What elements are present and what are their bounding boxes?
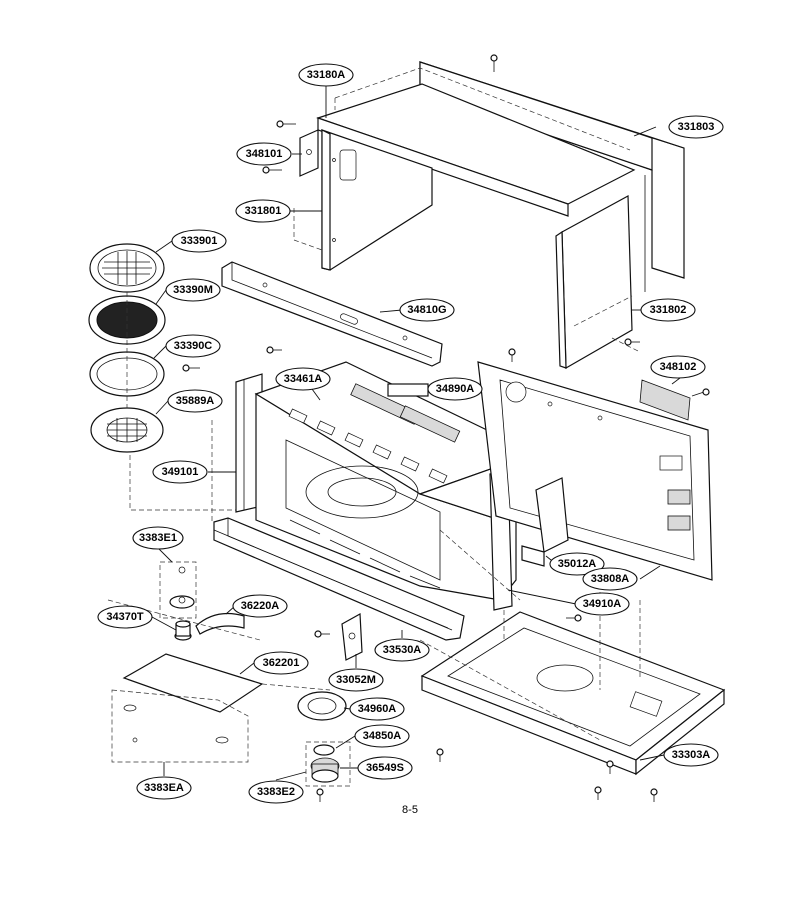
plate-34890A: [387, 383, 429, 397]
callout-34810G: 34810G: [399, 298, 455, 322]
stud-34370T: [174, 620, 192, 641]
callout-362201: 362201: [253, 651, 309, 675]
page-number: 8-5: [402, 804, 418, 816]
callout-label: 33461A: [284, 373, 323, 385]
callout-label: 34810G: [407, 304, 446, 316]
callout-331801: 331801: [235, 199, 291, 223]
callout-33390C: 33390C: [165, 334, 221, 358]
callout-label: 331802: [650, 304, 687, 316]
callout-348102: 348102: [650, 355, 706, 379]
callout-label: 34370T: [106, 611, 144, 623]
screws: [182, 54, 710, 802]
callout-36220A: 36220A: [232, 594, 288, 618]
cover-36220A: [195, 613, 245, 635]
callout-label: 33390C: [174, 340, 213, 352]
callout-label: 36549S: [366, 762, 404, 774]
turntable-tray-333901: [89, 243, 165, 293]
callout-331803: 331803: [668, 115, 724, 139]
top-plate-33180A: [316, 67, 636, 217]
callout-3383E1: 3383E1: [132, 526, 184, 550]
callout-label: 36220A: [241, 600, 280, 612]
callout-3383E2: 3383E2: [248, 780, 304, 804]
callout-34910A: 34910A: [574, 592, 630, 616]
motor-36549S: [310, 757, 340, 783]
callout-label: 34960A: [358, 703, 397, 715]
callout-label: 33180A: [307, 69, 346, 81]
callout-label: 34910A: [583, 598, 622, 610]
sheet-362201: [122, 653, 264, 713]
callout-label: 333901: [181, 235, 218, 247]
callout-36549S: 36549S: [357, 756, 413, 780]
stirrer-34960A: [297, 691, 347, 721]
callout-label: 331801: [245, 205, 282, 217]
vent-348102: [639, 379, 691, 421]
callout-label: 33390M: [173, 284, 213, 296]
callout-label: 33303A: [672, 749, 711, 761]
callout-349101: 349101: [152, 460, 208, 484]
lamp-assembly-3383EA: [111, 689, 249, 763]
bracket-33052M: [341, 613, 363, 661]
callout-34850A: 34850A: [354, 724, 410, 748]
bracket-348101: [299, 129, 319, 177]
callout-331802: 331802: [640, 298, 696, 322]
callout-label: 331803: [678, 121, 715, 133]
callout-33461A: 33461A: [275, 367, 331, 391]
callout-label: 33052M: [336, 674, 376, 686]
outer-cabinet-331803: [419, 61, 685, 292]
callout-label: 34850A: [363, 730, 402, 742]
callout-348101: 348101: [236, 142, 292, 166]
callout-label: 35012A: [558, 558, 597, 570]
callout-33180A: 33180A: [298, 63, 354, 87]
callout-34960A: 34960A: [349, 697, 405, 721]
callout-label: 33530A: [383, 644, 422, 656]
fuse-holder-3383E1: [159, 561, 197, 619]
roller-guide-35889A: [90, 407, 164, 453]
callout-33808A: 33808A: [582, 567, 638, 591]
callout-label: 33808A: [591, 573, 630, 585]
upper-rail-34810G: [221, 261, 443, 367]
right-side-panel-331802: [555, 195, 633, 370]
callout-label: 348102: [660, 361, 697, 373]
callout-333901: 333901: [171, 229, 227, 253]
coupler-34850A: [305, 741, 351, 787]
callout-label: 35889A: [176, 395, 215, 407]
callout-33052M: 33052M: [328, 668, 384, 692]
callout-label: 3383E1: [139, 532, 177, 544]
callout-34370T: 34370T: [97, 605, 153, 629]
callout-33390M: 33390M: [165, 278, 221, 302]
callout-35889A: 35889A: [167, 389, 223, 413]
bracket-35012A: [521, 477, 569, 567]
callout-3383EA: 3383EA: [136, 776, 192, 800]
callout-label: 3383EA: [144, 782, 184, 794]
base-plate-33303A: [420, 611, 726, 776]
callout-35012A: 35012A: [549, 552, 605, 576]
callout-label: 362201: [263, 657, 300, 669]
callout-33303A: 33303A: [663, 743, 719, 767]
callout-label: 3383E2: [257, 786, 295, 798]
callout-label: 34890A: [436, 383, 475, 395]
rear-panel: [477, 361, 713, 581]
callout-33530A: 33530A: [374, 638, 430, 662]
left-side-panel-331801: [321, 129, 433, 271]
callout-label: 349101: [162, 466, 199, 478]
front-bezel-33530A: [213, 517, 465, 641]
callout-label: 348101: [246, 148, 283, 160]
callout-34890A: 34890A: [427, 377, 483, 401]
